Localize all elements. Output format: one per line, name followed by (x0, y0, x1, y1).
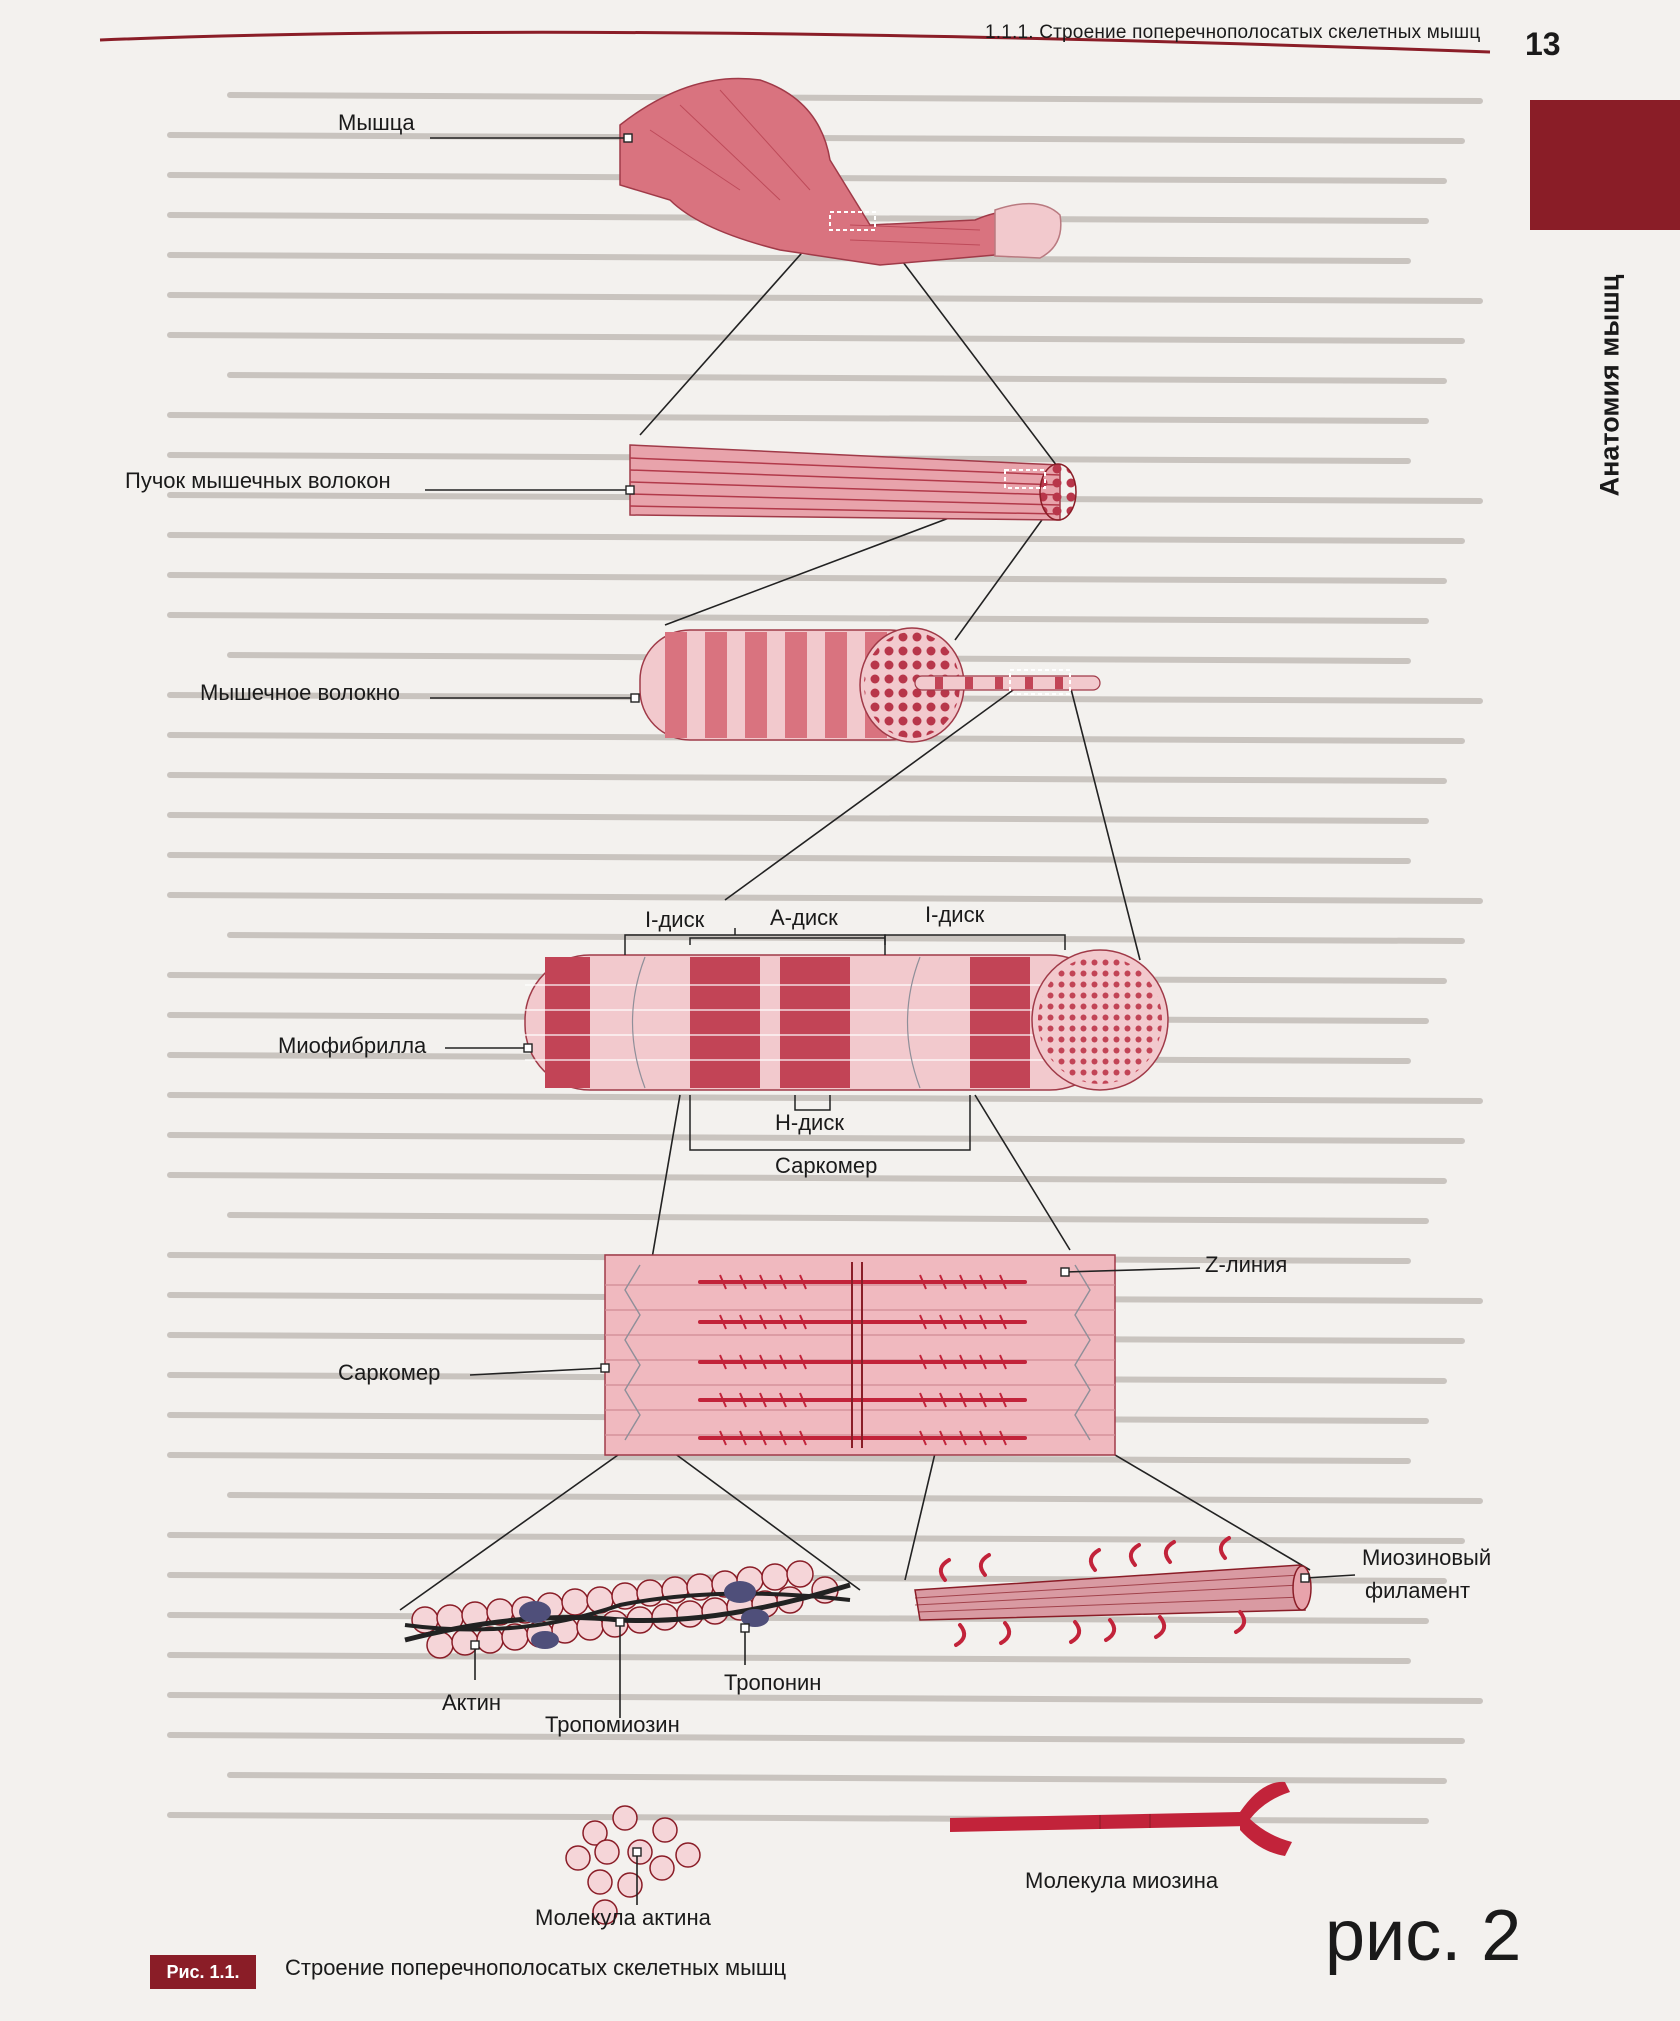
myofibril-illustration (525, 928, 1168, 1150)
label-myosin-molecule: Молекула миозина (1025, 1868, 1218, 1894)
label-h-disc: H-диск (775, 1110, 844, 1136)
label-myofibril: Миофибрилла (278, 1033, 426, 1059)
handwritten-note: рис. 2 (1325, 1895, 1521, 1977)
label-muscle: Мышца (338, 110, 415, 136)
label-z-line: Z-линия (1205, 1252, 1287, 1278)
muscle-fiber-illustration (640, 628, 1100, 742)
label-a-disc: A-диск (770, 905, 838, 931)
label-myosin-filament-line1: Миозиновый (1362, 1545, 1491, 1571)
label-tropomyosin: Тропомиозин (545, 1712, 680, 1738)
label-troponin: Тропонин (724, 1670, 821, 1696)
label-actin: Актин (442, 1690, 501, 1716)
label-actin-molecule: Молекула актина (535, 1905, 711, 1931)
sarcomere-illustration (605, 1255, 1115, 1455)
label-fascicle: Пучок мышечных волокон (125, 468, 391, 494)
label-fiber: Мышечное волокно (200, 680, 400, 706)
figure-caption-tag: Рис. 1.1. (150, 1955, 256, 1989)
label-sarcomere: Саркомер (338, 1360, 440, 1386)
myosin-molecule-illustration (950, 1782, 1292, 1856)
label-myosin-filament-line2: филамент (1365, 1578, 1470, 1604)
arm-illustration (620, 78, 1061, 265)
figure-caption-text: Строение поперечнополосатых скелетных мы… (285, 1955, 786, 1981)
fascicle-illustration (630, 445, 1076, 520)
label-sarcomere-brace: Саркомер (775, 1153, 877, 1179)
label-i-disc-left: I-диск (645, 907, 704, 933)
label-i-disc-right: I-диск (925, 902, 984, 928)
myosin-filament-illustration (915, 1538, 1311, 1645)
